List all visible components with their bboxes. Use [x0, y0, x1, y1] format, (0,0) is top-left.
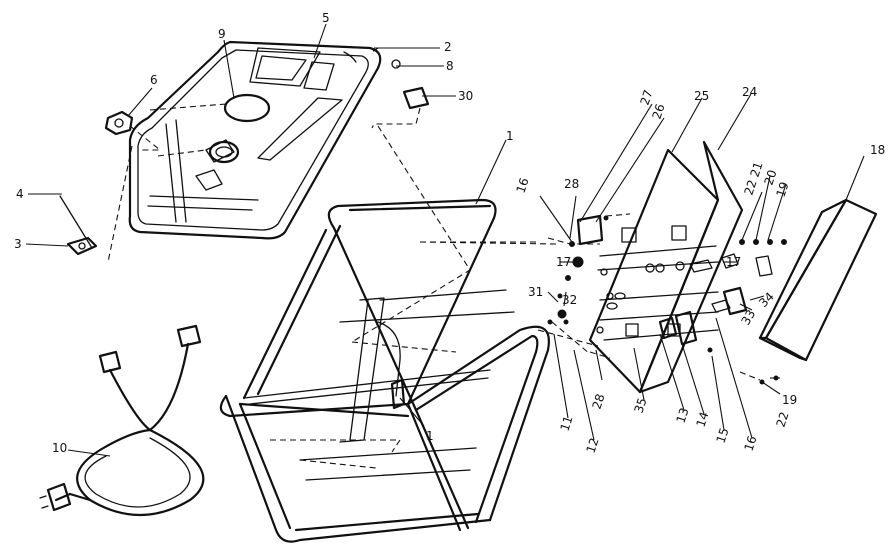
callout-31: 31	[528, 285, 543, 299]
callout-32: 32	[562, 293, 577, 307]
callout-30: 30	[458, 89, 473, 103]
callout-28-top: 28	[564, 177, 579, 191]
callout-17-left: 17	[556, 255, 571, 269]
callout-labels: 1 1 2 3 4 5 6 8 9 10 11 12 13 14 15 16 1…	[14, 11, 885, 455]
callout-6: 6	[150, 73, 158, 87]
mounting-bracket	[66, 236, 98, 256]
callout-16-panel-left: 16	[514, 176, 532, 195]
callout-22-bottom: 22	[774, 410, 792, 429]
fuel-tank-grommet	[402, 86, 430, 110]
callout-17-right: 17	[726, 255, 741, 269]
callout-9: 9	[218, 27, 226, 41]
callout-33: 33	[738, 307, 758, 327]
callout-27: 27	[638, 88, 656, 107]
callout-11: 11	[558, 414, 576, 433]
callout-3: 3	[14, 237, 22, 251]
callout-34: 34	[756, 289, 777, 310]
callout-24: 24	[742, 85, 757, 99]
fuel-gauge	[223, 93, 271, 123]
callout-14: 14	[694, 410, 712, 429]
callout-13: 13	[674, 406, 692, 425]
callout-1-frame-bottom: 1	[426, 429, 434, 443]
panel-components	[645, 253, 773, 346]
callout-16-panel-bottom: 16	[742, 434, 760, 453]
callout-21: 21	[748, 160, 766, 179]
callout-15: 15	[714, 426, 732, 445]
fuel-cap	[208, 140, 240, 164]
callout-5: 5	[322, 11, 330, 25]
callout-22-top: 22	[742, 178, 760, 197]
callout-4: 4	[16, 187, 24, 201]
callout-12: 12	[584, 436, 602, 455]
callout-19-top: 19	[774, 180, 792, 199]
callout-19-bottom: 19	[782, 393, 797, 407]
fuel-shutoff-valve	[104, 110, 134, 136]
fuel-tank	[128, 40, 382, 240]
callout-8: 8	[446, 59, 454, 73]
callout-18: 18	[870, 143, 885, 157]
callout-26: 26	[650, 102, 668, 121]
receptacle	[576, 214, 604, 246]
callout-1-frame-top: 1	[506, 129, 514, 143]
callout-10: 10	[52, 441, 67, 455]
fuel-tank-vent	[391, 59, 401, 69]
leader-lines	[25, 23, 865, 457]
callout-28-bottom: 28	[590, 392, 608, 411]
battery-charging-cables	[39, 324, 205, 516]
callout-2: 2	[444, 40, 452, 54]
callout-25: 25	[694, 89, 709, 103]
rear-cover-panel	[758, 198, 878, 362]
callout-20: 20	[762, 168, 780, 187]
callout-35: 35	[632, 396, 650, 415]
tubular-frame	[219, 198, 550, 543]
